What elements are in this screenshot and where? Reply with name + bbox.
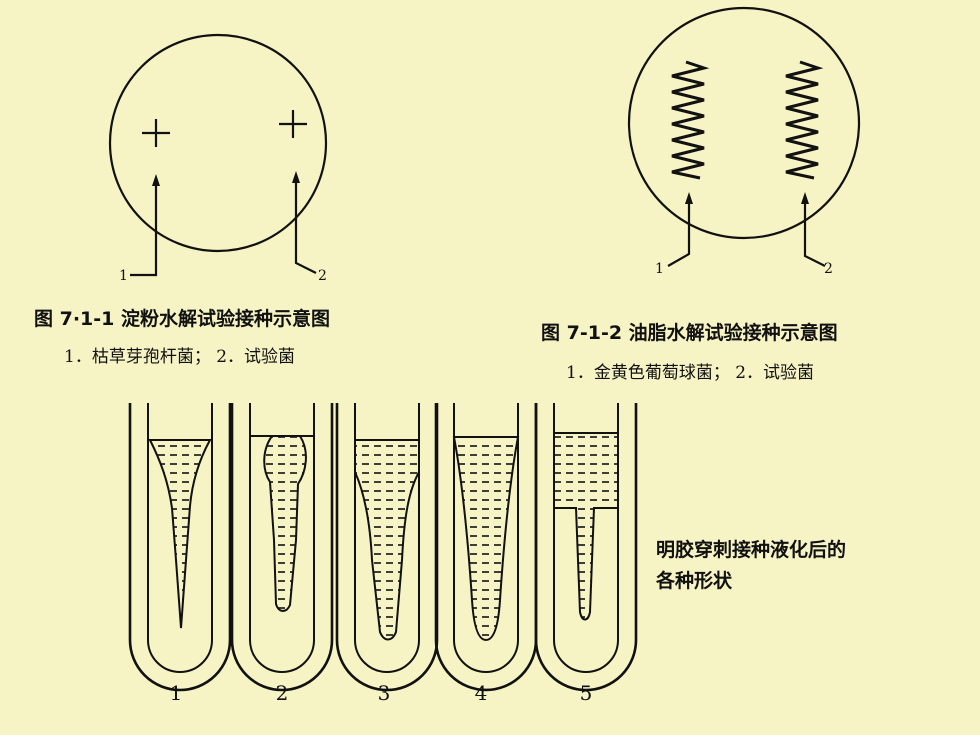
petri-dish-1: [108, 33, 328, 253]
callout-label-1: 1: [119, 268, 128, 284]
callout-line-3: [667, 196, 691, 267]
callout-line-2: [294, 175, 317, 274]
inoculation-point-2: [279, 110, 307, 138]
tube-number-2: 2: [276, 681, 289, 705]
tube-number-3: 3: [378, 681, 391, 705]
callout-line-4: [803, 196, 826, 267]
callout-label-4: 2: [824, 261, 833, 277]
petri-dish-2: [627, 6, 861, 240]
tube-number-1: 1: [170, 681, 183, 705]
fig2-legend: 1．金黄色葡萄球菌； 2．试验菌: [566, 363, 815, 383]
fig1-caption: 图 7·1-1 淀粉水解试验接种示意图: [34, 308, 330, 330]
test-tube-3: [335, 403, 439, 692]
callout-line-1: [130, 178, 158, 277]
test-tube-1: [128, 403, 232, 692]
tube-number-5: 5: [580, 681, 593, 705]
inoculation-point-1: [142, 119, 170, 147]
streak-zigzag-1: [671, 60, 710, 180]
streak-zigzag-2: [785, 60, 824, 180]
gelatin-stab-label-line-1: 明胶穿刺接种液化后的: [656, 539, 847, 561]
callout-label-3: 1: [655, 261, 664, 277]
fig1-legend: 1．枯草芽孢杆菌； 2．试验菌: [64, 347, 296, 367]
gelatin-stab-label: 明胶穿刺接种液化后的 各种形状: [656, 535, 846, 598]
test-tube-4: [434, 403, 538, 692]
test-tube-5: [534, 403, 638, 692]
fig2-caption: 图 7-1-2 油脂水解试验接种示意图: [541, 322, 838, 344]
tube-number-4: 4: [475, 681, 488, 705]
test-tube-2: [230, 403, 334, 692]
callout-label-2: 2: [318, 268, 327, 284]
gelatin-stab-label-line-2: 各种形状: [656, 570, 733, 593]
